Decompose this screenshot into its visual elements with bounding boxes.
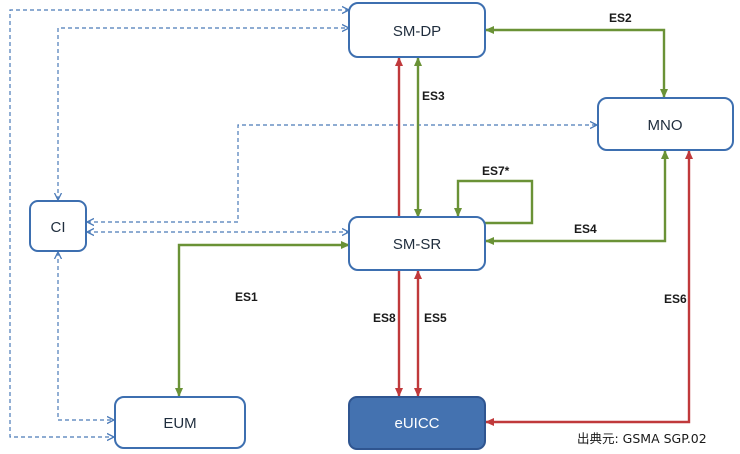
label-es8: ES8 (373, 311, 396, 325)
source-note: 出典元: GSMA SGP.02 (577, 431, 707, 446)
node-sm-sr[interactable]: SM-SR (348, 216, 486, 271)
label-es7: ES7* (482, 164, 510, 178)
es2-arrow (485, 26, 668, 98)
label-es6: ES6 (664, 292, 687, 306)
node-sm-sr-label: SM-SR (393, 236, 442, 253)
node-euicc-label: eUICC (394, 415, 439, 432)
dashed-sm-dp-eum-outer (9, 10, 349, 437)
node-ci-label: CI (51, 219, 66, 236)
dashed-ci-sm-dp (58, 28, 349, 200)
node-sm-dp[interactable]: SM-DP (348, 2, 486, 58)
label-es3: ES3 (422, 89, 445, 103)
label-es5: ES5 (424, 311, 447, 325)
label-es4: ES4 (574, 222, 597, 236)
dashed-ci-eum (58, 252, 114, 420)
node-euicc[interactable]: eUICC (348, 396, 486, 450)
node-eum[interactable]: EUM (114, 396, 246, 449)
node-mno-label: MNO (648, 117, 683, 134)
dashed-ci-mno (87, 125, 597, 222)
node-sm-dp-label: SM-DP (393, 23, 441, 40)
ci-connections (9, 10, 597, 437)
label-es2: ES2 (609, 11, 632, 25)
es1-arrow (175, 241, 350, 397)
node-mno[interactable]: MNO (597, 97, 734, 151)
es6-arrow (485, 150, 693, 426)
node-eum-label: EUM (163, 415, 196, 432)
label-es1: ES1 (235, 290, 258, 304)
node-ci[interactable]: CI (29, 200, 87, 252)
green-connections (175, 26, 669, 397)
